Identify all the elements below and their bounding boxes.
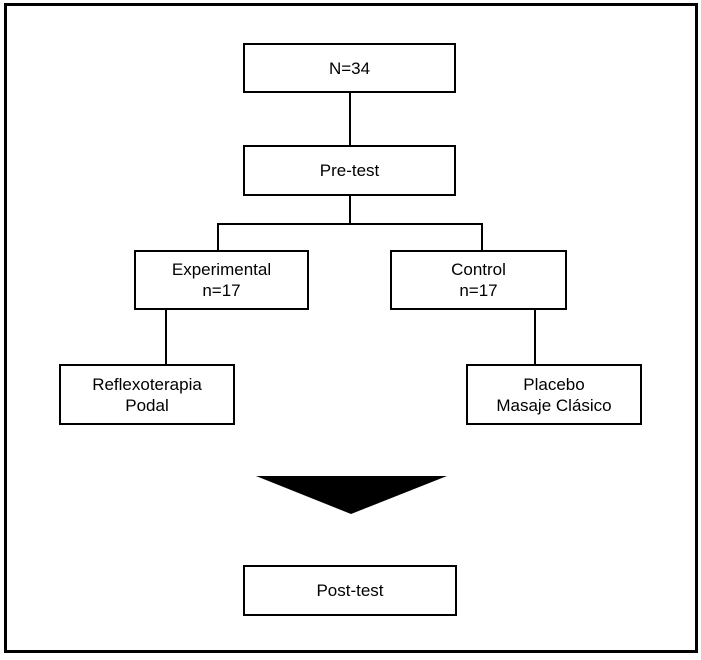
node-pretest: Pre-test [243, 145, 456, 196]
down-arrow-icon [256, 476, 447, 514]
node-posttest: Post-test [243, 565, 457, 616]
node-reflexoterapia: Reflexoterapia Podal [59, 364, 235, 425]
connector-branch-to-experimental [217, 225, 219, 251]
node-placebo: Placebo Masaje Clásico [466, 364, 642, 425]
node-control-count: n=17 [459, 281, 498, 300]
connector-pretest-to-branch [349, 195, 351, 225]
node-experimental-label: Experimental [171, 260, 272, 279]
node-posttest-label: Post-test [316, 581, 384, 600]
node-reflexoterapia-sublabel: Podal [125, 395, 169, 415]
connector-branch-horizontal [217, 223, 483, 225]
node-control-group: Control n=17 [390, 250, 567, 310]
connector-total-to-pretest [349, 92, 351, 146]
connector-experimental-to-reflexoterapia [165, 310, 167, 365]
node-placebo-sublabel: Masaje Clásico [496, 395, 612, 415]
node-pretest-label: Pre-test [319, 161, 380, 180]
node-placebo-label: Placebo [523, 374, 585, 394]
outer-frame [4, 3, 698, 653]
node-experimental-count: n=17 [202, 281, 241, 300]
node-reflexoterapia-label: Reflexoterapia [92, 374, 202, 394]
node-control-label: Control [451, 260, 506, 279]
connector-control-to-placebo [534, 310, 536, 365]
node-experimental-group: Experimental n=17 [134, 250, 309, 310]
node-total-sample-label: N=34 [328, 58, 371, 78]
node-total-sample: N=34 [243, 43, 456, 93]
connector-branch-to-control [481, 225, 483, 251]
